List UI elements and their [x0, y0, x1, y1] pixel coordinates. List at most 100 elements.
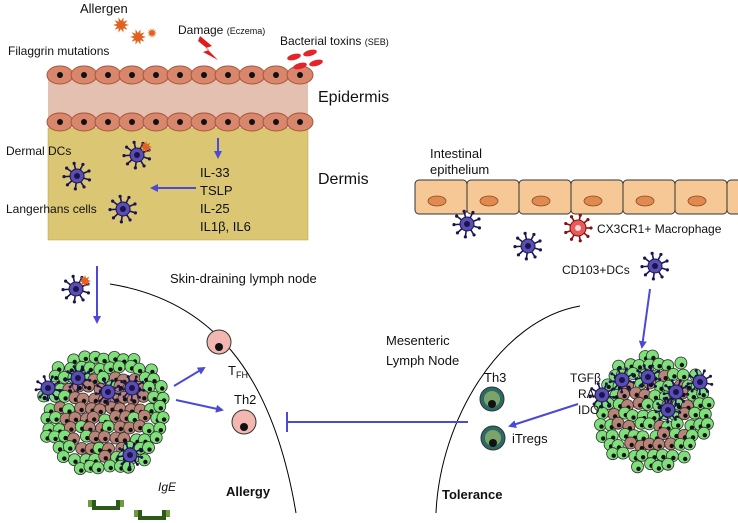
dendritic-cell-icon: [640, 251, 670, 281]
b-cell: [657, 427, 670, 441]
epidermis-cell: [70, 112, 98, 132]
t-cell: [156, 411, 170, 425]
b-cell: [664, 437, 678, 451]
allergen-icon: [113, 17, 129, 33]
t-cell: [674, 356, 688, 370]
epidermis-cell: [118, 112, 146, 132]
allergen-label: Allergen: [80, 1, 128, 16]
dermis-region: [47, 127, 309, 241]
intestinal-cell: [726, 179, 738, 215]
cytokine-label: IL-25: [200, 201, 230, 216]
epidermis-cell: [238, 65, 266, 85]
dendritic-cell-icon: [34, 375, 62, 402]
intestinal-label-1: Intestinal: [430, 146, 482, 161]
filaggrin-label: Filaggrin mutations: [8, 44, 109, 58]
cytokine-label: IL1β, IL6: [200, 219, 251, 234]
intestinal-cell: [466, 179, 520, 215]
t-cell: [701, 396, 715, 410]
t-cell: [676, 368, 690, 382]
cd103-label: CD103+DCs: [562, 263, 630, 277]
t-cell: [697, 426, 711, 440]
t-cell: [153, 399, 167, 413]
dendritic-cell-icon: [116, 442, 144, 469]
cytokine-label: TSLP: [200, 183, 233, 198]
t-cell: [58, 389, 71, 403]
epidermis-cell: [238, 112, 266, 132]
epidermis-cell: [94, 112, 122, 132]
epidermis-cell: [118, 65, 146, 85]
dendritic-cell-icon: [61, 274, 91, 304]
t-cell: [688, 406, 702, 420]
tfh-label: TFH: [228, 363, 248, 380]
mesenteric-label-1: Mesenteric: [386, 333, 450, 348]
t-cell: [142, 380, 156, 394]
dendritic-cell-icon: [654, 397, 682, 424]
skin-node-label: Skin-draining lymph node: [170, 271, 317, 286]
epidermis-cell: [286, 112, 314, 132]
ige-antibody-icons: [88, 500, 170, 520]
epidermis-cell: [262, 65, 290, 85]
dendritic-cell-icon: [94, 379, 122, 406]
dendritic-cell-icon: [452, 209, 482, 239]
epidermis-cell: [142, 112, 170, 132]
epidermis-cell: [190, 65, 218, 85]
intestinal-epithelium-cells: [414, 179, 738, 215]
mesenteric-label-2: Lymph Node: [386, 353, 459, 368]
t-cell: [103, 459, 117, 473]
dendritic-cells: [61, 140, 670, 304]
t-cell: [56, 450, 70, 464]
epidermis-cell-row-top: [46, 65, 314, 85]
intestinal-cell: [414, 179, 468, 215]
toxin-icon: [293, 62, 307, 70]
dendritic-cell-icon: [588, 382, 616, 409]
th2-label: Th2: [234, 392, 256, 407]
arrow-to-th2: [175, 399, 224, 413]
tfh-cell: [206, 329, 232, 355]
t-cell: [683, 437, 696, 451]
tolerance-factor-label: IDO: [578, 403, 599, 417]
toxin-icon: [303, 49, 317, 57]
t-cell: [670, 417, 684, 431]
t-cell: [631, 460, 644, 474]
dendritic-cell-icon: [118, 375, 146, 402]
t-cell: [651, 460, 665, 473]
dendritic-cell-icon: [608, 367, 636, 394]
t-cell: [132, 362, 146, 376]
damage-label: Damage (Eczema): [178, 23, 265, 37]
allergen-icon: [130, 29, 146, 45]
t-cell: [137, 453, 151, 467]
ige-antibody-icon: [134, 510, 170, 520]
epidermis-label: Epidermis: [318, 89, 389, 106]
t-cell: [91, 461, 105, 475]
intestinal-cell: [622, 179, 676, 215]
damage-lightning-icon: [198, 36, 218, 60]
dendritic-cell-icon: [686, 369, 714, 396]
t-cell: [62, 440, 76, 454]
t-cell: [635, 448, 649, 462]
epidermis-cell: [46, 112, 74, 132]
intestinal-cell: [518, 179, 572, 215]
t-cell: [642, 417, 656, 431]
epidermis-cell: [142, 65, 170, 85]
b-cell: [611, 416, 625, 430]
b-cell: [88, 430, 102, 444]
itregs-label: iTregs: [512, 431, 548, 446]
th3-cell: [479, 386, 505, 412]
b-cell: [98, 430, 111, 444]
tolerance-lymph-node-cluster: [588, 349, 715, 474]
dendritic-cell-icon: [62, 161, 92, 191]
t-cell: [595, 430, 609, 443]
dendritic-cell-icon: [513, 231, 543, 261]
t-cell: [96, 370, 110, 384]
macrophage-icon: [564, 213, 593, 243]
b-cell: [652, 437, 666, 451]
epidermis-cell: [70, 65, 98, 85]
langerhans-label: Langerhans cells: [6, 202, 97, 216]
b-cell: [624, 436, 638, 450]
bacterial-label: Bacterial toxins (SEB): [280, 34, 389, 48]
t-cell: [641, 397, 654, 411]
tolerance-factor-label: RA: [578, 387, 595, 401]
t-cell: [78, 350, 92, 364]
